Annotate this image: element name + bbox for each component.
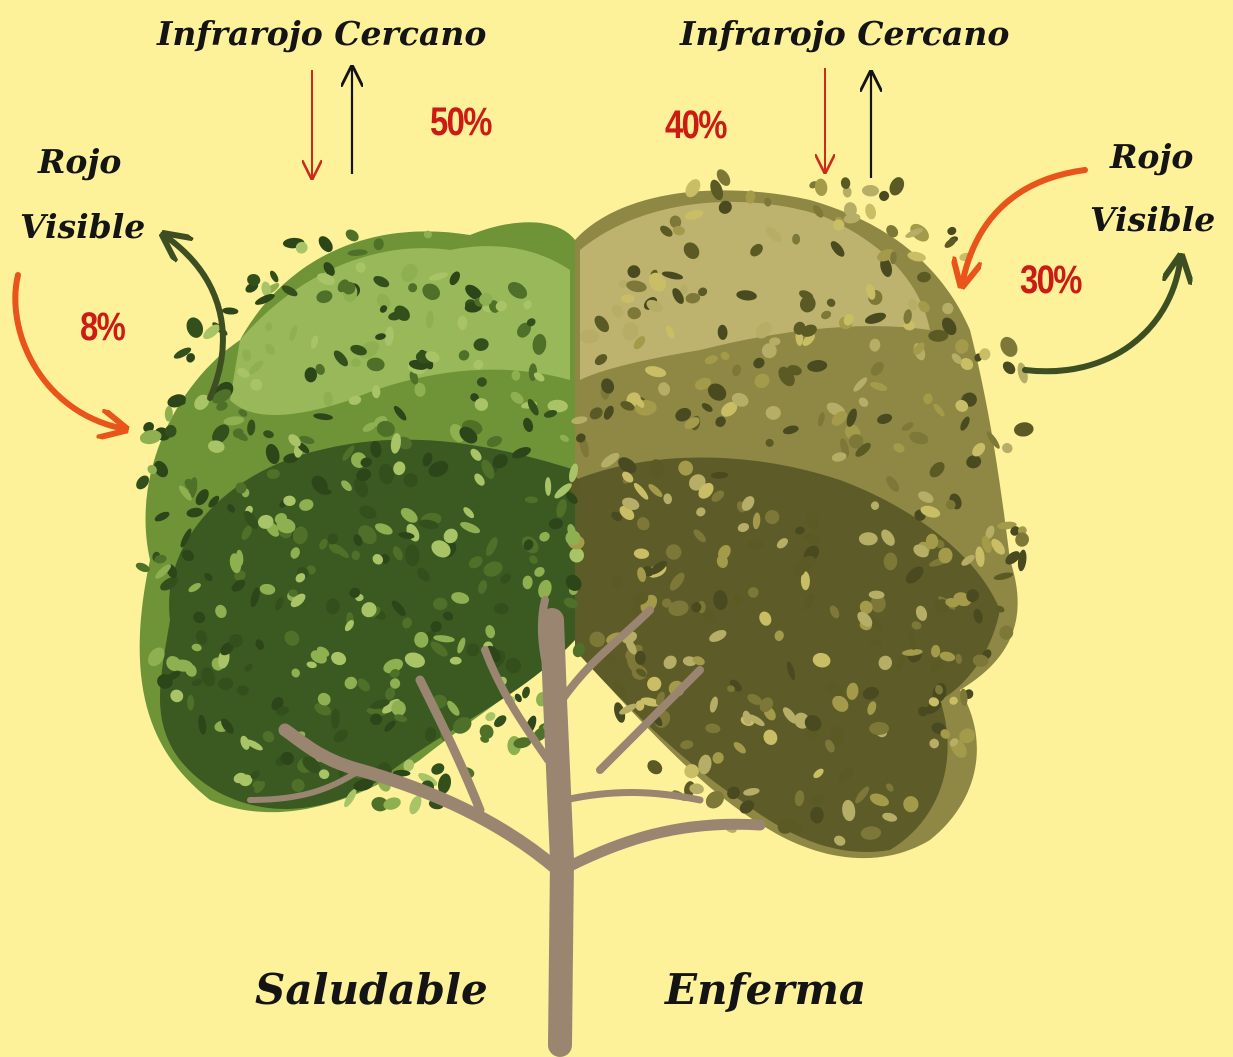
leaf: [792, 234, 800, 245]
leaf: [343, 227, 361, 244]
nir-arrows-sick: [825, 68, 871, 178]
red-label-sick-line1: Rojo: [1110, 137, 1193, 176]
leaf: [268, 269, 280, 283]
leaf: [1000, 441, 1014, 455]
leaf: [621, 294, 635, 303]
leaf: [580, 329, 600, 343]
leaf: [187, 695, 194, 711]
percent-nir-sick: 40%: [665, 103, 726, 148]
leaf: [814, 178, 828, 197]
label-sick: Enferma: [665, 965, 866, 1014]
leaf: [862, 185, 879, 197]
red-label-healthy-line2: Visible: [20, 207, 145, 246]
red-label-healthy-line1: Rojo: [38, 142, 121, 181]
leaf: [305, 367, 317, 382]
leaf: [184, 315, 206, 340]
nir-label-sick: Infrarojo Cercano: [680, 14, 1009, 53]
leaf: [450, 657, 462, 665]
leaf: [859, 532, 878, 545]
red-label-sick-line2: Visible: [1090, 200, 1215, 239]
leaf: [477, 722, 496, 741]
leaf: [645, 757, 665, 777]
leaf: [887, 175, 907, 198]
percent-nir-healthy: 50%: [430, 100, 491, 145]
leaf: [458, 316, 468, 330]
leaf: [946, 226, 958, 237]
leaf: [877, 189, 891, 203]
leaf: [1013, 421, 1034, 437]
nir-arrows-healthy: [312, 67, 352, 178]
leaf: [521, 686, 532, 700]
percent-red-healthy: 8%: [80, 305, 124, 350]
leaf: [222, 307, 239, 315]
leaf: [1000, 359, 1017, 377]
leaf: [997, 334, 1021, 360]
leaf: [864, 203, 878, 221]
leaf: [926, 534, 938, 550]
percent-red-sick: 30%: [1020, 258, 1081, 303]
nir-label-healthy: Infrarojo Cercano: [157, 14, 486, 53]
label-healthy: Saludable: [255, 965, 488, 1014]
